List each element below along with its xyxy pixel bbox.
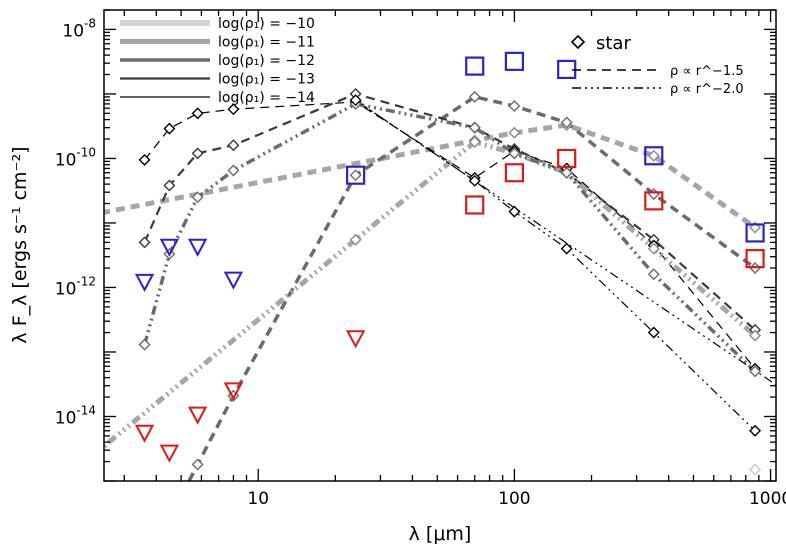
upper-limit-triangle: [159, 444, 180, 463]
model-point-diamond: [749, 463, 762, 476]
model-point-diamond: [560, 166, 573, 179]
legend-profile-label: ρ ∝ r^−2.0: [670, 82, 744, 97]
legend-star-label: star: [596, 33, 631, 54]
model-point-diamond: [468, 174, 481, 187]
x-axis-label: λ [μm]: [409, 523, 472, 545]
model-point-diamond: [508, 147, 521, 160]
model-point-diamond: [138, 236, 151, 249]
y-tick-label: 10-12: [55, 274, 96, 299]
observed-square: [745, 223, 765, 243]
model-point-diamond: [647, 242, 660, 255]
observed-square: [504, 163, 525, 183]
model-point-diamond: [349, 94, 362, 107]
model-point-diamond: [508, 205, 521, 218]
y-tick-label: 10-14: [55, 403, 96, 428]
data-layer: [104, 51, 776, 481]
legend-star-diamond: [570, 34, 586, 50]
legend-density-label: log(ρ₁) = −12: [218, 53, 315, 69]
model-curve-r-1.5-rho-13: [143, 92, 756, 331]
x-tick-label: 100: [498, 489, 530, 509]
model-point-diamond: [138, 153, 151, 166]
model-point-diamond: [749, 424, 762, 437]
model-point-diamond: [749, 329, 762, 342]
model-point-diamond: [191, 107, 204, 120]
model-point-diamond: [349, 169, 362, 182]
model-point-diamond: [749, 365, 762, 378]
axis-ticks: 10 100 1000 10-14 10-12 10-10 10-8: [55, 9, 786, 509]
model-point-diamond: [163, 122, 176, 135]
model-point-diamond: [227, 139, 240, 152]
observed-square: [346, 165, 366, 185]
model-point-diamond: [508, 126, 521, 139]
y-axis-label: λ F_λ [ergs s⁻¹ cm⁻²]: [9, 146, 31, 343]
upper-limit-triangle: [159, 238, 180, 257]
model-curve-r-2.0-rho-14: [355, 99, 776, 432]
observed-square: [557, 148, 577, 169]
y-tick-label: 10-10: [55, 145, 96, 170]
model-point-diamond: [191, 191, 204, 204]
model-point-diamond: [508, 100, 521, 112]
upper-limit-triangle: [134, 273, 155, 292]
legend-density-label: log(ρ₁) = −14: [218, 90, 315, 106]
model-point-diamond: [647, 268, 660, 281]
upper-limit-triangle: [187, 406, 208, 425]
observed-square: [504, 51, 525, 71]
model-point-diamond: [227, 103, 240, 116]
model-point-diamond: [227, 164, 240, 177]
model-curve-r-1.5-rho-14: [144, 101, 756, 370]
model-point-diamond: [647, 326, 660, 339]
model-point-diamond: [191, 147, 204, 160]
legend-density: log(ρ₁) = −10 log(ρ₁) = −11 log(ρ₁) = −12 l…: [120, 16, 315, 106]
model-point-diamond: [468, 135, 481, 148]
upper-limit-triangle: [345, 330, 366, 349]
model-curve-r-1.5-rho-11: [104, 122, 757, 230]
upper-limit-triangle: [223, 382, 244, 401]
x-tick-label: 10: [247, 489, 269, 509]
observed-square: [465, 195, 485, 215]
model-point-diamond: [560, 116, 573, 129]
model-point-diamond: [647, 149, 660, 162]
model-point-diamond: [468, 90, 481, 103]
observed-square: [745, 249, 765, 269]
plot-frame: [103, 9, 777, 482]
x-tick-label: 1000: [749, 489, 786, 509]
upper-limit-triangle: [187, 238, 208, 257]
observed-square: [644, 191, 664, 211]
legend-density-label: log(ρ₁) = −13: [218, 72, 315, 88]
model-point-diamond: [163, 179, 176, 192]
legend-density-label: log(ρ₁) = −10: [218, 16, 315, 32]
y-tick-label: 10-8: [62, 16, 96, 41]
legend-profile: star ρ ∝ r^−1.5 ρ ∝ r^−2.0: [570, 33, 744, 97]
model-curve-r-1.5-rho-12: [187, 95, 757, 481]
model-point-diamond: [191, 458, 204, 471]
model-point-diamond: [560, 242, 573, 255]
observed-square: [465, 56, 485, 76]
observed-square: [644, 146, 664, 166]
model-point-diamond: [138, 338, 151, 351]
model-curve-r-2.0-rho-11: [104, 139, 757, 450]
upper-limit-triangle: [134, 424, 155, 443]
legend-profile-label: ρ ∝ r^−1.5: [670, 64, 744, 79]
model-point-diamond: [349, 233, 362, 246]
model-curve-r-2.0-rho-12: [142, 102, 757, 373]
model-point-diamond: [468, 121, 481, 134]
legend-density-label: log(ρ₁) = −11: [218, 35, 315, 51]
upper-limit-triangle: [223, 271, 244, 290]
